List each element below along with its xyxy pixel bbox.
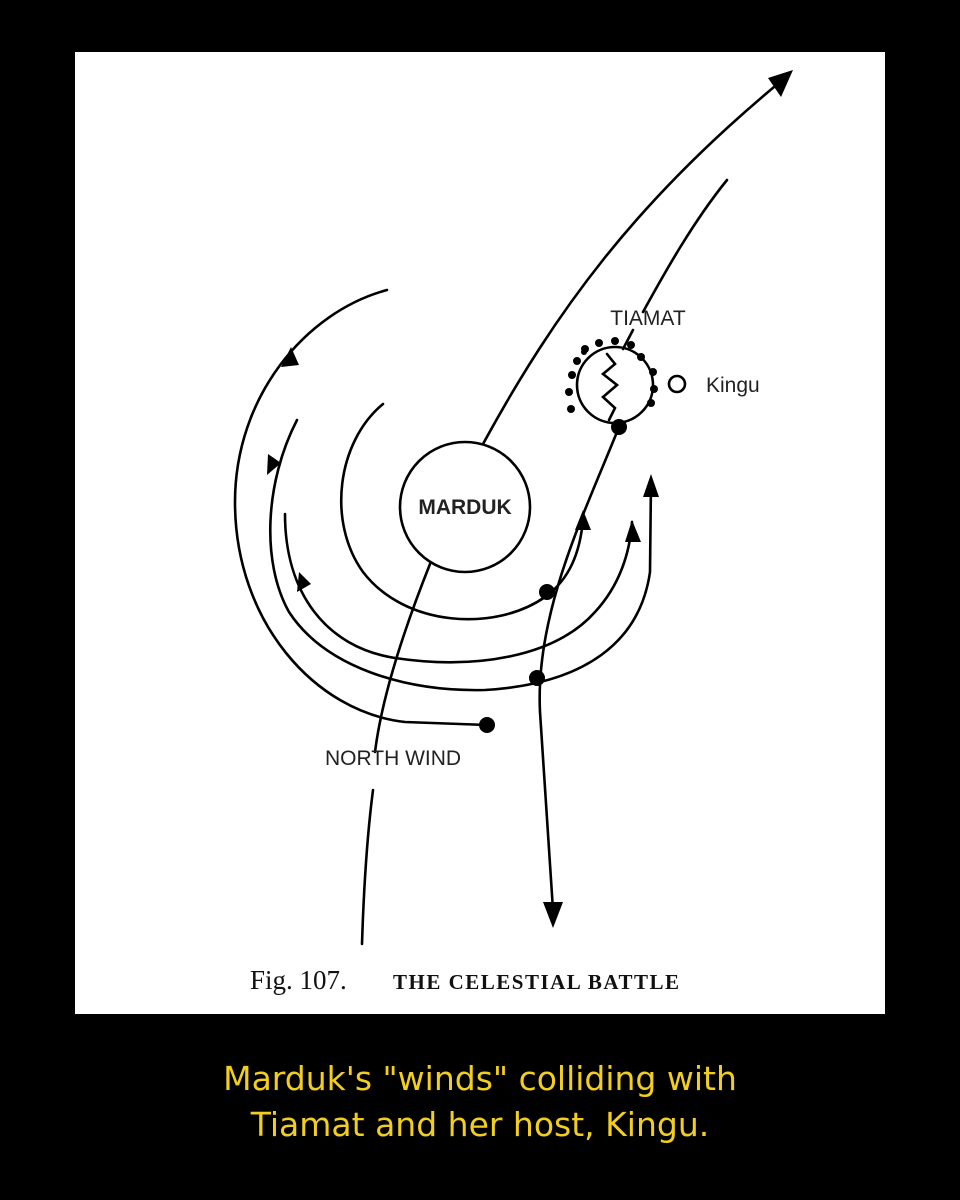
north-wind-lower <box>360 788 375 946</box>
caption-line-1: Marduk's "winds" colliding with <box>223 1059 737 1098</box>
figure-number: Fig. 107. <box>250 965 347 995</box>
image-caption: Marduk's "winds" colliding with Tiamat a… <box>0 1056 960 1148</box>
outer-arc-arrow-1 <box>281 347 299 367</box>
second-arc-arrow-up <box>643 474 659 497</box>
outer-wind-arc <box>233 288 489 727</box>
marduk-label: MARDUK <box>418 496 511 519</box>
inner-wind-arc <box>339 402 585 621</box>
marduk-planet <box>398 440 532 574</box>
illustration-panel: MARDUK TIAMAT <box>75 52 885 1014</box>
caption-line-2: Tiamat and her host, Kingu. <box>250 1105 710 1144</box>
north-wind-upper <box>373 562 432 754</box>
tiamat-label-leader <box>621 328 635 351</box>
third-arc-arrow <box>297 572 311 592</box>
tiamat-label: TIAMAT <box>610 307 686 330</box>
north-wind-label: NORTH WIND <box>325 747 461 770</box>
outer-arc-endpoint <box>479 717 495 733</box>
third-wind-arc <box>283 512 634 664</box>
second-arc-arrow <box>267 454 281 475</box>
tiamat-host-dots <box>565 337 658 413</box>
marduk-outbound-path <box>481 80 782 446</box>
tiamat-trajectory <box>538 425 621 912</box>
kingu-moon <box>667 374 687 394</box>
tiamat-crack <box>600 352 620 422</box>
collision-dot-2 <box>529 670 545 686</box>
figure-title: THE CELESTIAL BATTLE <box>393 970 681 994</box>
marduk-path-arrowhead <box>768 70 793 97</box>
third-arc-arrow-up <box>625 520 641 542</box>
secondary-path <box>641 178 729 314</box>
kingu-label: Kingu <box>706 374 760 397</box>
collision-dot-1 <box>539 584 555 600</box>
tiamat-trajectory-arrowhead <box>543 902 563 928</box>
second-wind-arc <box>269 418 653 692</box>
celestial-battle-diagram: MARDUK TIAMAT <box>233 70 793 995</box>
